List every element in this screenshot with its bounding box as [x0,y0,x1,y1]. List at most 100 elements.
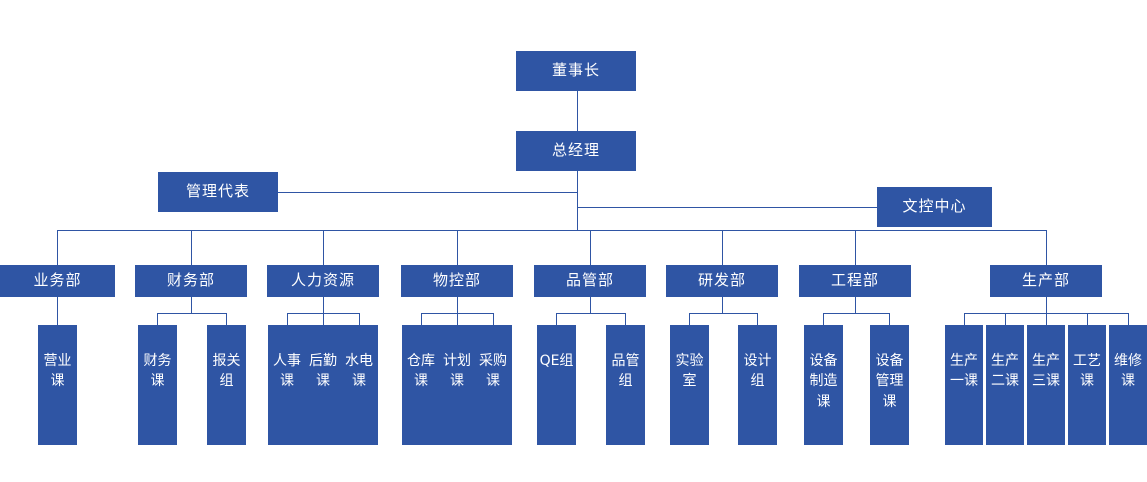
node-leaf-1-0-label: 财务课 [143,353,172,390]
connector-dept-3-child-0 [421,313,422,325]
node-leaf-4-0[interactable]: QE组 [537,325,576,445]
node-leaf-7-0-label: 生产一课 [950,353,978,390]
node-leaf-6-1-label: 设备管理课 [875,353,904,410]
node-chairman[interactable]: 董事长 [516,51,636,91]
node-leaf-0-0-label: 营业课 [43,353,72,390]
connector-dept-6-child-0 [823,313,824,325]
node-leaf-7-1-label: 生产二课 [991,353,1019,390]
connector-dept-2-stem [323,297,324,313]
connector-dept-1-child-1 [226,313,227,325]
connector-dept-4-child-0 [556,313,557,325]
node-leaf-2-2-label: 水电课 [345,353,373,390]
connector-bus-to-dept-7 [1046,230,1047,265]
node-leaf-3-1[interactable]: 计划课 [438,325,476,445]
node-leaf-6-1[interactable]: 设备管理课 [870,325,909,445]
connector-dept-6-child-1 [889,313,890,325]
node-leaf-7-3-label: 工艺课 [1073,353,1101,390]
node-department-3[interactable]: 物控部 [401,265,513,297]
node-document-control-center[interactable]: 文控中心 [877,187,992,227]
connector-doc-control [577,207,877,208]
connector-dept-3-child-1 [457,313,458,325]
connector-dept-1-child-0 [157,313,158,325]
node-leaf-2-0-label: 人事课 [273,353,301,390]
node-leaf-6-0-label: 设备制造课 [809,353,838,410]
node-leaf-3-2-label: 采购课 [479,353,507,390]
connector-dept-5-stem [722,297,723,313]
connector-dept-3-stem [457,297,458,313]
node-leaf-7-2-label: 生产三课 [1032,353,1060,390]
connector-dept-7-child-3 [1087,313,1088,325]
node-department-4-label: 品管部 [565,271,614,290]
node-leaf-7-2[interactable]: 生产三课 [1027,325,1065,445]
node-leaf-7-3[interactable]: 工艺课 [1068,325,1106,445]
node-leaf-5-0[interactable]: 实验室 [670,325,709,445]
node-leaf-2-0[interactable]: 人事课 [268,325,306,445]
node-leaf-2-1[interactable]: 后勤课 [304,325,342,445]
connector-dept-7-child-1 [1005,313,1006,325]
node-leaf-4-1-label: 品管组 [611,353,640,390]
node-leaf-1-0[interactable]: 财务课 [138,325,177,445]
node-leaf-3-2[interactable]: 采购课 [474,325,512,445]
node-document-control-center-label: 文控中心 [902,197,967,216]
node-leaf-3-0[interactable]: 仓库课 [402,325,440,445]
connector-dept-6-bar [823,313,889,314]
node-general-manager-label: 总经理 [551,141,600,160]
connector-dept-6-stem [855,297,856,313]
node-leaf-5-1-label: 设计组 [743,353,772,390]
node-leaf-6-0[interactable]: 设备制造课 [804,325,843,445]
node-leaf-2-2[interactable]: 水电课 [340,325,378,445]
connector-bus-to-dept-1 [191,230,192,265]
node-leaf-2-1-label: 后勤课 [309,353,337,390]
connector-dept-3-child-2 [493,313,494,325]
node-department-1[interactable]: 财务部 [135,265,247,297]
node-leaf-7-1[interactable]: 生产二课 [986,325,1024,445]
connector-dept-0-stem [57,297,58,325]
node-department-5[interactable]: 研发部 [666,265,778,297]
connector-bus-to-dept-2 [323,230,324,265]
connector-bus-to-dept-5 [722,230,723,265]
connector-dept-2-child-0 [287,313,288,325]
node-leaf-1-1-label: 报关组 [212,353,241,390]
connector-dept-7-stem [1046,297,1047,313]
node-leaf-7-4[interactable]: 维修课 [1109,325,1147,445]
connector-chairman-to-gm [577,91,578,131]
connector-dept-7-child-4 [1128,313,1129,325]
node-leaf-4-1[interactable]: 品管组 [606,325,645,445]
node-leaf-7-4-label: 维修课 [1114,353,1142,390]
connector-dept-2-child-2 [359,313,360,325]
connector-dept-4-bar [556,313,625,314]
node-leaf-3-1-label: 计划课 [443,353,471,390]
connector-bus-to-dept-3 [457,230,458,265]
connector-dept-5-child-0 [689,313,690,325]
node-department-0-label: 业务部 [33,271,82,290]
node-department-0[interactable]: 业务部 [0,265,115,297]
department-bus [57,230,1047,231]
connector-dept-1-bar [157,313,226,314]
node-general-manager[interactable]: 总经理 [516,131,636,171]
node-leaf-4-0-label: QE组 [539,353,574,369]
node-department-6[interactable]: 工程部 [799,265,911,297]
node-department-5-label: 研发部 [697,271,746,290]
node-leaf-3-0-label: 仓库课 [407,353,435,390]
connector-bus-to-dept-4 [590,230,591,265]
connector-dept-5-child-1 [757,313,758,325]
node-department-2[interactable]: 人力资源 [267,265,379,297]
node-leaf-1-1[interactable]: 报关组 [207,325,246,445]
connector-dept-2-child-1 [323,313,324,325]
node-leaf-0-0[interactable]: 营业课 [38,325,77,445]
node-department-4[interactable]: 品管部 [534,265,646,297]
node-leaf-7-0[interactable]: 生产一课 [945,325,983,445]
node-leaf-5-0-label: 实验室 [675,353,704,390]
node-management-representative-label: 管理代表 [185,182,250,201]
connector-dept-7-child-2 [1046,313,1047,325]
node-leaf-5-1[interactable]: 设计组 [738,325,777,445]
connector-bus-to-dept-6 [855,230,856,265]
node-department-1-label: 财务部 [166,271,215,290]
connector-management-rep [278,192,578,193]
node-department-2-label: 人力资源 [290,271,355,290]
node-management-representative[interactable]: 管理代表 [158,172,278,212]
node-department-7[interactable]: 生产部 [990,265,1102,297]
node-department-3-label: 物控部 [432,271,481,290]
connector-dept-1-stem [191,297,192,313]
